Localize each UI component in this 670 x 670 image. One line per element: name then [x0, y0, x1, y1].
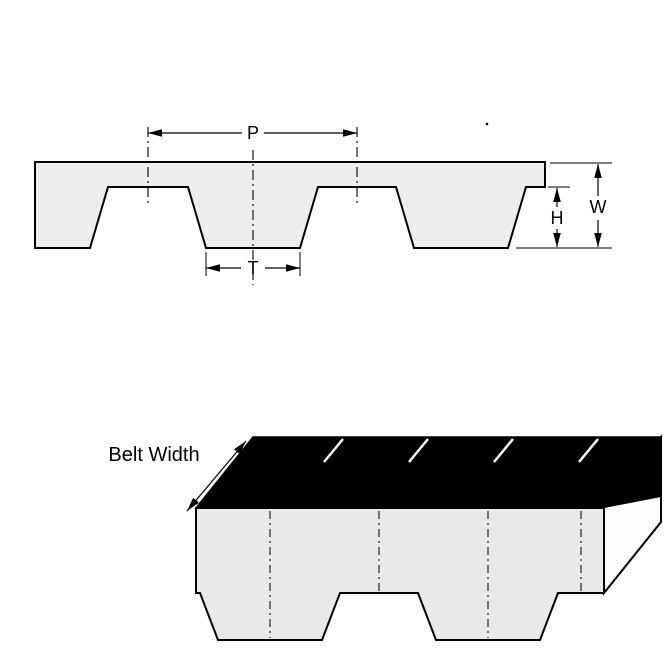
- belt-width-arrow: [186, 440, 247, 512]
- belt-width-label: Belt Width: [108, 444, 199, 466]
- top-surface-mark-3: [493, 438, 514, 463]
- thickness-label: W: [590, 197, 607, 217]
- top-surface-mark-2: [408, 438, 429, 463]
- perspective-view: Belt Width: [108, 434, 663, 641]
- dimension-pitch: P: [148, 123, 357, 143]
- pitch-label: P: [247, 123, 259, 143]
- tooth-width-label: T: [248, 258, 259, 278]
- stray-dot: [485, 122, 489, 126]
- dimension-tooth-width: T: [205, 252, 301, 278]
- dimension-tooth-height: H: [551, 188, 564, 247]
- cross-section-view: P T H W: [34, 122, 612, 285]
- belt-3d-front-face: [195, 507, 605, 641]
- top-surface-mark-4: [578, 438, 599, 463]
- dimension-thickness: W: [590, 164, 607, 247]
- top-surface-mark-1: [323, 438, 344, 463]
- tooth-height-label: H: [551, 208, 564, 228]
- belt-cross-section-profile: [34, 161, 546, 249]
